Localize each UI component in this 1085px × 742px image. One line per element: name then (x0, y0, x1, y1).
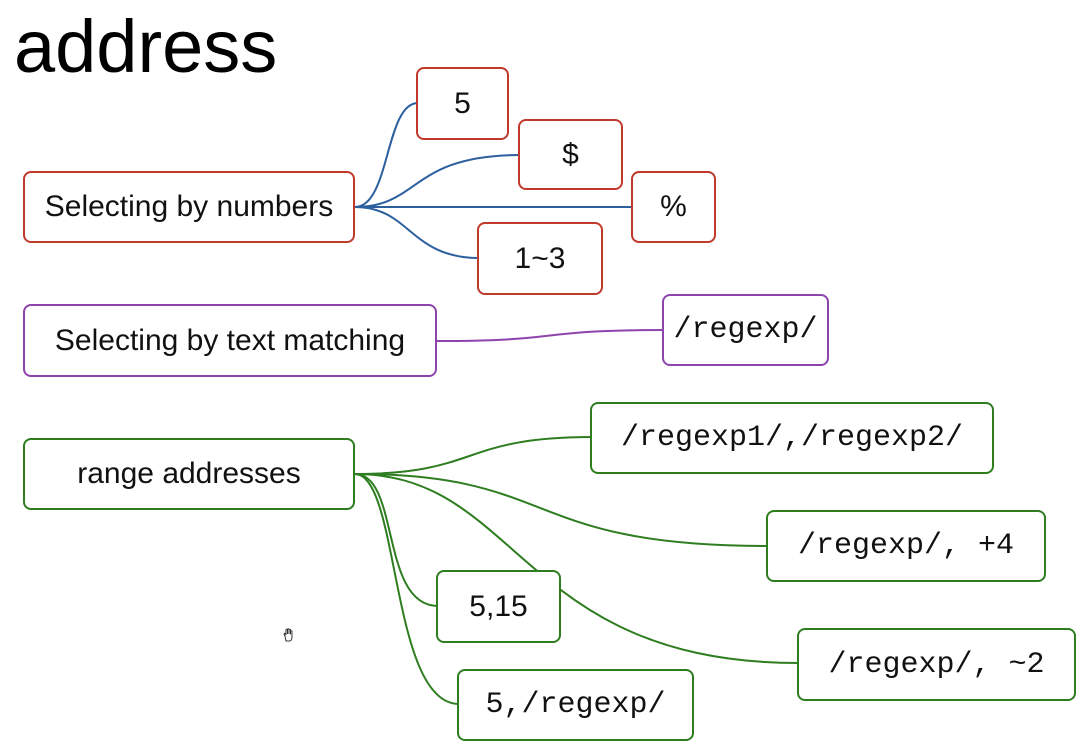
node-number-percent: % (631, 171, 716, 243)
node-range-5-15: 5,15 (436, 570, 561, 643)
node-text-regexp: /regexp/ (662, 294, 829, 366)
node-range-regexp1-regexp2: /regexp1/,/regexp2/ (590, 402, 994, 474)
edge-numbers-5 (354, 102, 419, 208)
node-range-regexp-plus4: /regexp/, +4 (766, 510, 1046, 582)
node-number-dollar: $ (518, 119, 623, 190)
page-title: address (14, 5, 278, 88)
node-selecting-by-text-matching: Selecting by text matching (23, 304, 437, 377)
node-range-addresses: range addresses (23, 438, 355, 510)
hand-cursor-icon (281, 627, 297, 643)
edge-range-5-15 (354, 473, 439, 607)
node-range-5-regexp: 5,/regexp/ (457, 669, 694, 741)
edge-numbers-dollar (354, 154, 521, 208)
edge-numbers-1-3 (354, 206, 480, 259)
edge-text-regexp (436, 329, 665, 342)
edge-range-regexp-tilde2 (354, 473, 800, 664)
node-number-5: 5 (416, 67, 509, 140)
edge-range-5-regexp (354, 473, 460, 705)
node-number-range-1-3: 1~3 (477, 222, 603, 295)
edge-range-regexp-plus4 (354, 473, 769, 547)
node-selecting-by-numbers: Selecting by numbers (23, 171, 355, 243)
node-range-regexp-tilde2: /regexp/, ~2 (797, 628, 1076, 701)
edge-range-regexp1-regexp2 (354, 436, 593, 475)
